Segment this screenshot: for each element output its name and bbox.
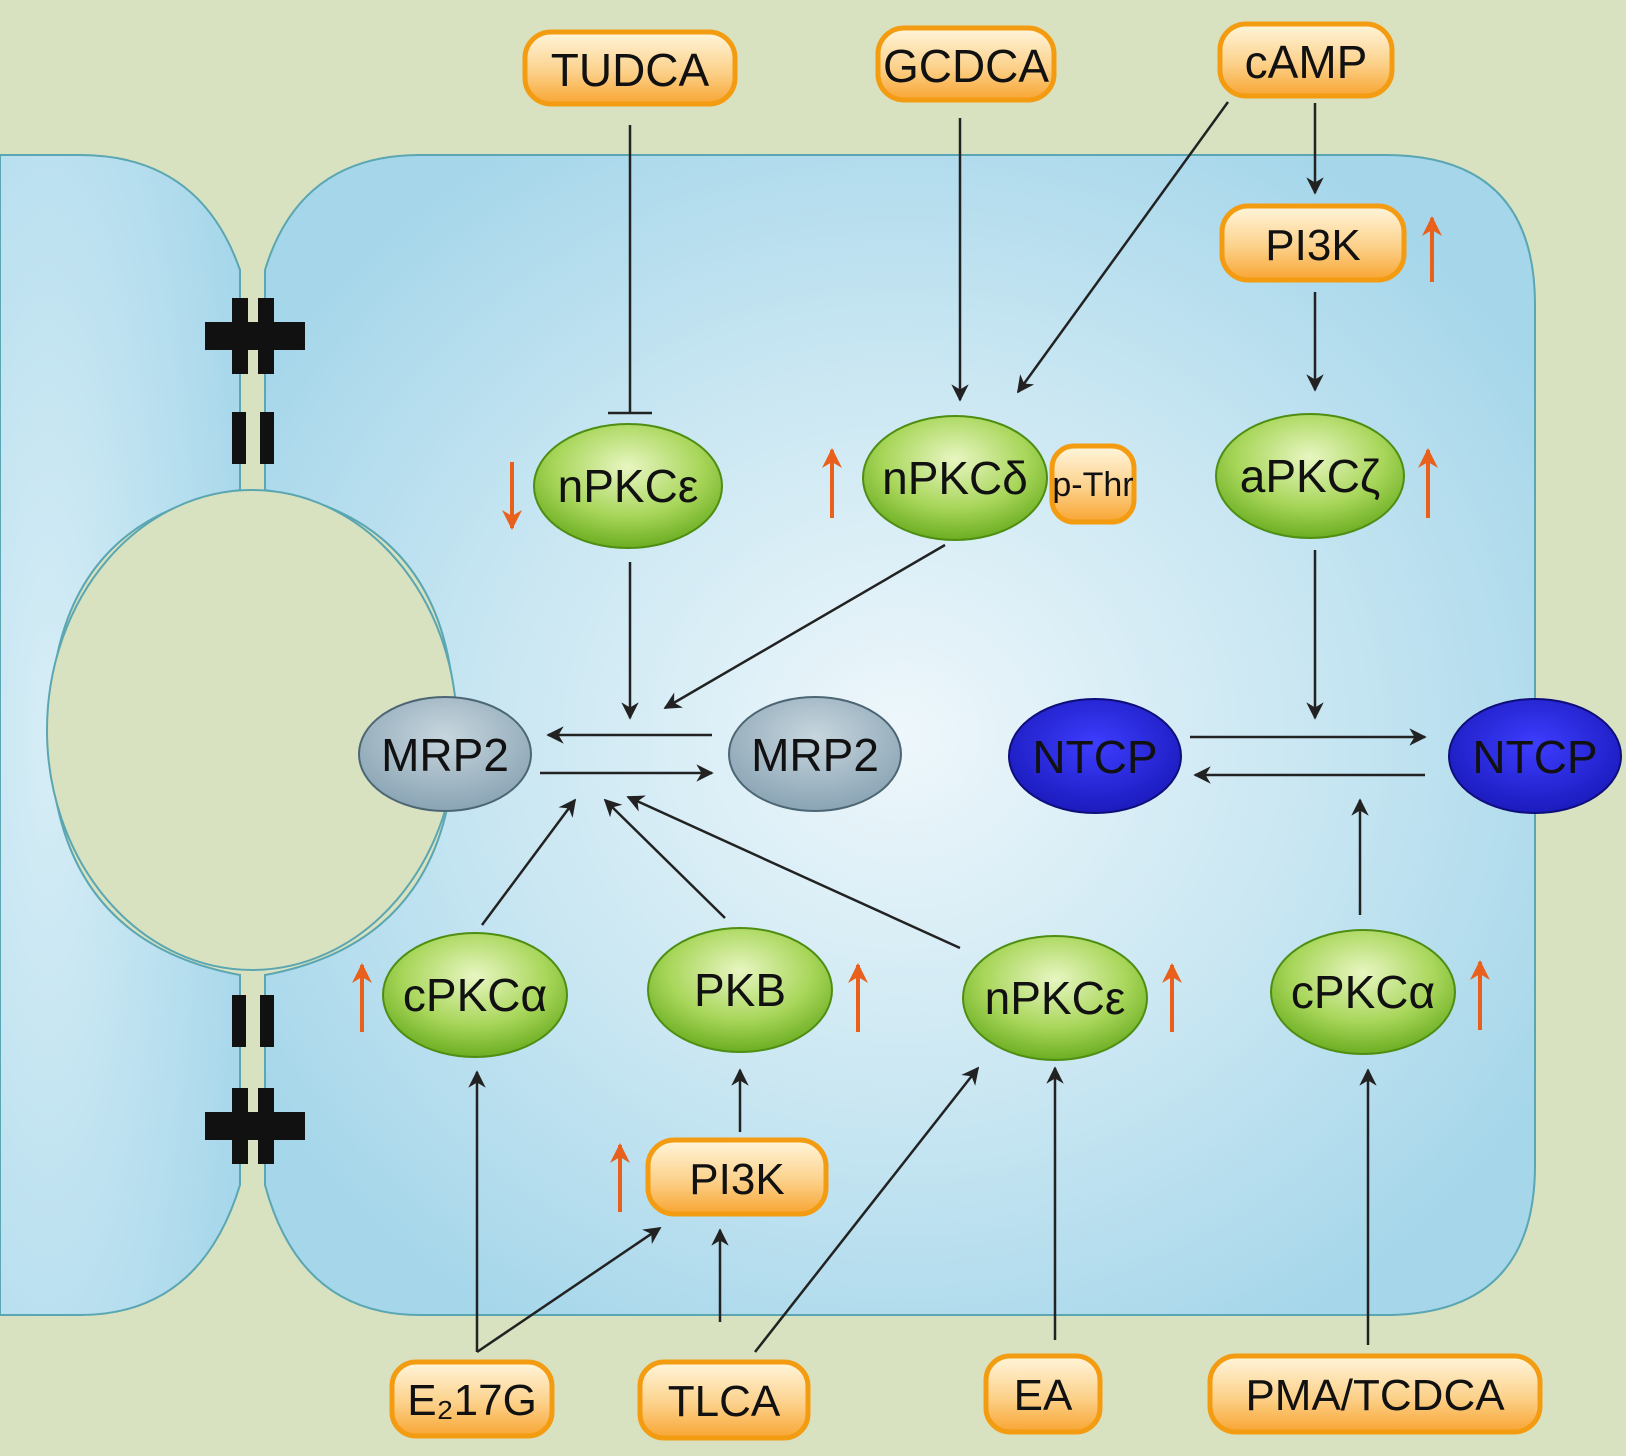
pi3k-bottom-label: PI3K <box>689 1155 784 1204</box>
stimulus-camp: cAMP <box>1217 21 1395 99</box>
stimulus-tlca: TLCA <box>637 1359 811 1441</box>
kinase-npkc-epsilon-bottom: nPKCε <box>962 935 1148 1061</box>
stimulus-tudca: TUDCA <box>522 29 738 107</box>
stimulus-e217g: E₂17G <box>389 1359 555 1439</box>
cpkc-alpha-left-label: cPKCα <box>403 969 547 1021</box>
stimulus-camp-label: cAMP <box>1245 36 1368 88</box>
stimulus-e217g-label: E₂17G <box>407 1376 537 1425</box>
arrow-camp-npkcd <box>1016 101 1230 394</box>
cpkc-alpha-right-label: cPKCα <box>1291 966 1435 1018</box>
stimulus-tudca-label: TUDCA <box>551 44 710 96</box>
p-thr-label: p-Thr <box>1052 466 1133 504</box>
arrow-cpkca-mrp2 <box>480 798 577 926</box>
mrp2-internal: MRP2 <box>728 696 902 812</box>
npkc-epsilon-top-label: nPKCε <box>558 460 699 512</box>
stimulus-ea: EA <box>983 1353 1103 1435</box>
stimulus-gcdca-label: GCDCA <box>883 40 1049 92</box>
mrp2-membrane-label: MRP2 <box>381 729 509 781</box>
arrow-pkb-mrp2 <box>603 798 726 919</box>
pi3k-top-label: PI3K <box>1265 221 1360 270</box>
mrp2-internal-label: MRP2 <box>751 729 879 781</box>
ntcp-membrane-label: NTCP <box>1472 731 1597 783</box>
kinase-npkc-delta: nPKCδ <box>862 415 1048 541</box>
stimulus-pma-tcdca: PMA/TCDCA <box>1207 1353 1543 1435</box>
kinase-pi3k-bottom: PI3K <box>645 1137 829 1217</box>
apkc-zeta-label: aPKCζ <box>1240 450 1380 502</box>
kinase-cpkc-alpha-right: cPKCα <box>1270 929 1456 1055</box>
tight-junction-top <box>205 298 305 464</box>
stimulus-tlca-label: TLCA <box>668 1377 781 1426</box>
tight-junction-bottom <box>205 995 305 1164</box>
arrow-npkce2-mrp2 <box>626 795 961 950</box>
kinase-apkc-zeta: aPKCζ <box>1215 413 1405 539</box>
ntcp-internal-label: NTCP <box>1032 731 1157 783</box>
kinase-cpkc-alpha-left: cPKCα <box>382 932 568 1058</box>
stimulus-pma-tcdca-label: PMA/TCDCA <box>1245 1371 1505 1420</box>
ntcp-membrane: NTCP <box>1448 698 1622 814</box>
kinase-pi3k-top: PI3K <box>1219 203 1407 283</box>
mrp2-membrane: MRP2 <box>358 696 532 812</box>
ntcp-internal: NTCP <box>1008 698 1182 814</box>
pkb-label: PKB <box>694 964 786 1016</box>
npkc-delta-label: nPKCδ <box>882 452 1028 504</box>
npkc-epsilon-bottom-label: nPKCε <box>985 972 1126 1024</box>
kinase-npkc-epsilon-top: nPKCε <box>533 423 723 549</box>
stimulus-ea-label: EA <box>1014 1371 1073 1420</box>
arrow-tlca-npkce2 <box>754 1066 980 1353</box>
p-thr-tag: p-Thr <box>1049 443 1137 525</box>
kinase-pkb: PKB <box>647 927 833 1053</box>
arrow-npkcd-mrp2 <box>663 543 946 710</box>
stimulus-gcdca: GCDCA <box>875 25 1057 103</box>
arrow-e217g-pi3k <box>476 1226 662 1354</box>
